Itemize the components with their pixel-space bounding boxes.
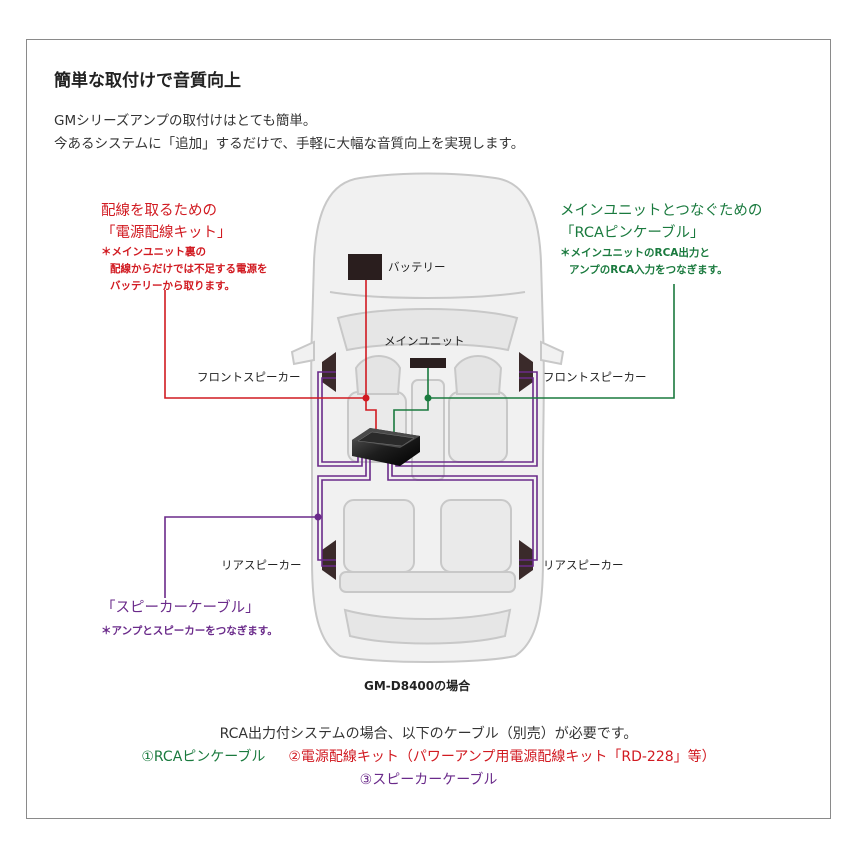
front-seat-left-back [354,355,402,395]
footer-line-1: RCA出力付システムの場合、以下のケーブル（別売）が必要です。 [219,726,638,742]
rear-speaker-left-label: リアスピーカー [221,558,302,572]
battery-icon [348,254,382,280]
rca-cable-note: ＊メインユニットのRCA出力と アンプのRCA入力をつなぎます。 [560,247,728,276]
intro-text: GMシリーズアンプの取付けはとても簡単。 今あるシステムに「追加」するだけで、手… [54,110,524,156]
rear-bench [339,571,516,593]
rca-cable [393,284,675,440]
car-illustration [290,172,565,663]
model-caption: GM-D8400の場合 [364,679,471,693]
amplifier-icon [352,428,420,466]
battery-label: バッテリー [388,260,446,274]
front-seat-right [448,391,508,463]
windshield [336,308,519,352]
required-cables-note: RCA出力付システムの場合、以下のケーブル（別売）が必要です。 ①RCAピンケー… [26,723,831,792]
front-speaker-right-label: フロントスピーカー [543,370,647,384]
speaker-cable-note: ＊アンプとスピーカーをつなぎます。 [101,625,278,637]
speaker-cable-title: 「スピーカーケーブル」 [101,600,260,616]
footer-line-3: ③スピーカーケーブル [26,769,831,792]
rca-cable-title: メインユニットとつなぐための 「RCAピンケーブル」 [560,203,763,241]
power-dot [362,394,370,402]
rear-speaker-right-label: リアスピーカー [543,558,624,572]
rear-seat-left [343,499,415,573]
power-kit-title: 配線を取るための 「電源配線キット」 [101,203,232,241]
speaker-callout-line [164,516,318,598]
mirror-right [540,340,565,366]
mirror-left [290,340,315,366]
hood-line [329,291,526,299]
power-kit-note: ＊メインユニット裏の 配線からだけでは不足する電源を バッテリーから取ります。 [101,246,268,292]
main-unit-icon [410,358,446,368]
rear-window [343,608,512,645]
power-cable [164,280,377,440]
footer-item-rca: ①RCAピンケーブル [141,749,266,765]
rear-seat-right [440,499,512,573]
footer-line-2: ①RCAピンケーブル ②電源配線キット（パワーアンプ用電源配線キット「RD-22… [26,746,831,769]
footer-item-power: ②電源配線キット（パワーアンプ用電源配線キット「RD-228」等） [288,749,716,765]
speaker-dot [314,513,322,521]
footer-item-speaker: ③スピーカーケーブル [359,772,498,788]
front-speaker-left-label: フロントスピーカー [197,370,301,384]
main-unit-label: メインユニット [384,334,465,348]
front-seat-right-back [453,355,503,395]
page-title: 簡単な取付けで音質向上 [54,71,241,91]
intro-line-2: 今あるシステムに「追加」するだけで、手軽に大幅な音質向上を実現します。 [54,136,525,152]
intro-line-1: GMシリーズアンプの取付けはとても簡単。 [54,113,317,129]
rca-dot [424,394,432,402]
